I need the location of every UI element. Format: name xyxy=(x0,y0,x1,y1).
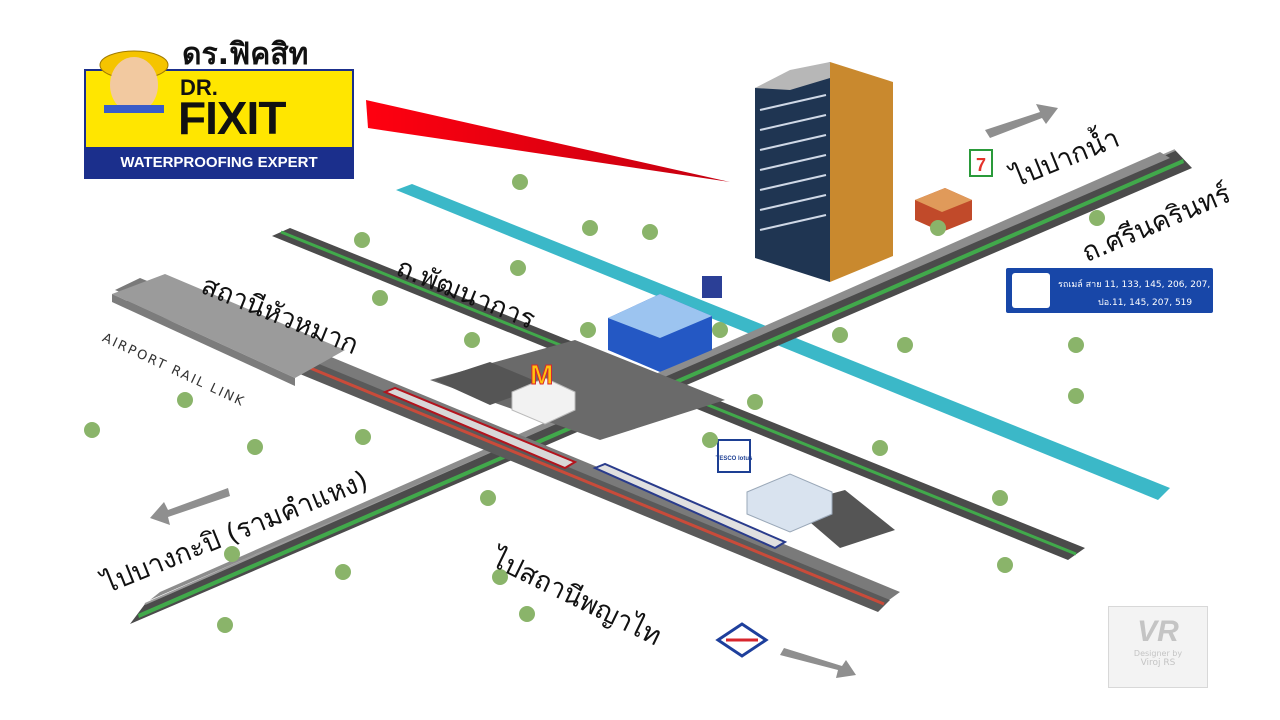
tree-icon xyxy=(580,322,596,338)
tree-icon xyxy=(464,332,480,348)
bank-logo-icon xyxy=(702,276,722,298)
tree-icon xyxy=(355,429,371,445)
srt-logo-icon xyxy=(715,622,769,658)
tree-icon xyxy=(712,322,728,338)
tree-icon xyxy=(642,224,658,240)
direction-arrow-icon xyxy=(150,488,230,525)
direction-arrows xyxy=(150,104,1058,678)
brand-thai-name: ดร.ฟิคสิท xyxy=(182,37,309,72)
tree-icon xyxy=(897,337,913,353)
tree-icon xyxy=(480,490,496,506)
tree-icon xyxy=(510,260,526,276)
bus-routes-line2: ปอ.11, 145, 207, 519 xyxy=(1098,298,1193,308)
watermark-logo: VR xyxy=(1137,615,1179,648)
tree-icon xyxy=(492,569,508,585)
office-tower xyxy=(755,62,893,282)
tree-icon xyxy=(1068,337,1084,353)
tree-icon xyxy=(992,490,1008,506)
watermark-designer-by: Designer by xyxy=(1133,649,1183,658)
tree-icon xyxy=(335,564,351,580)
designer-watermark: VR Designer by Viroj RS xyxy=(1108,606,1208,688)
arl-train-blue xyxy=(592,462,788,550)
airport-rail-link xyxy=(112,274,900,612)
huamark-station-roof xyxy=(112,274,345,378)
tree-icon xyxy=(224,546,240,562)
tree-icon xyxy=(372,290,388,306)
seven-eleven-store: 7 xyxy=(915,149,993,232)
arl-train-red xyxy=(382,386,578,470)
mcdonalds: M xyxy=(511,359,576,425)
tree-icon xyxy=(84,422,100,438)
tesco-logo: TESCO lotus xyxy=(716,456,753,462)
pointer-arrow-icon xyxy=(366,100,730,182)
brand-fixit: FIXIT xyxy=(178,92,286,144)
brand-dr: DR. xyxy=(180,75,218,100)
bus-routes-line1: รถเมล์ สาย 11, 133, 145, 206, 207, 519 xyxy=(1058,280,1231,290)
seven-eleven-logo: 7 xyxy=(976,155,986,175)
direction-arrow-icon xyxy=(985,104,1058,138)
dr-fixit-logo: ดร.ฟิคสิท DR. FIXIT WATERPROOFING EXPERT xyxy=(84,33,354,179)
tree-icon xyxy=(582,220,598,236)
tree-icon xyxy=(512,174,528,190)
tree-icon xyxy=(1089,210,1105,226)
mascot-icon xyxy=(99,50,169,113)
tree-icon xyxy=(354,232,370,248)
tesco-lotus: TESCO lotus xyxy=(716,439,833,533)
tree-icon xyxy=(1068,388,1084,404)
bus-stop-sign: รถเมล์ สาย 11, 133, 145, 206, 207, 519 ป… xyxy=(1006,268,1230,313)
tree-icon xyxy=(217,617,233,633)
tree-icon xyxy=(997,557,1013,573)
direction-arrow-icon xyxy=(780,648,856,678)
tree-icon xyxy=(872,440,888,456)
brand-tagline: WATERPROOFING EXPERT xyxy=(84,147,354,179)
tree-icon xyxy=(519,606,535,622)
intersection xyxy=(430,340,725,440)
tree-icon xyxy=(177,392,193,408)
watermark-name: Viroj RS xyxy=(1140,658,1176,668)
bank-building xyxy=(608,276,722,372)
tree-icon xyxy=(747,394,763,410)
tree-icon xyxy=(930,220,946,236)
bus-stop-icon xyxy=(1012,273,1050,308)
tree-icon xyxy=(832,327,848,343)
tree-icon xyxy=(247,439,263,455)
mcdonalds-logo: M xyxy=(530,359,553,390)
tree-icon xyxy=(702,432,718,448)
trees xyxy=(84,174,1105,633)
